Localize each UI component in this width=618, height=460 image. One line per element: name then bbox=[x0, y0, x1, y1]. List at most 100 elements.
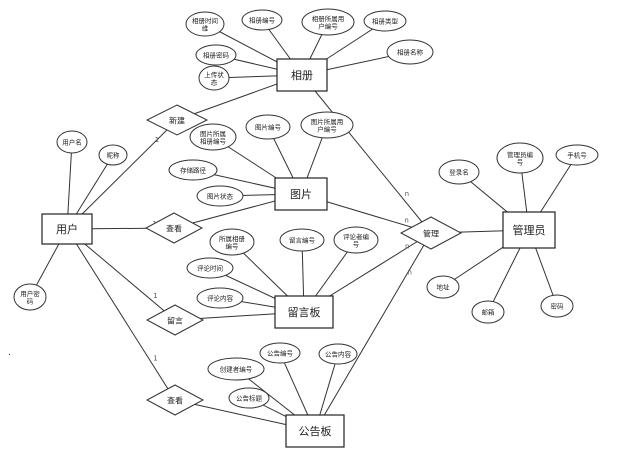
entity-box bbox=[502, 211, 556, 249]
attribute-p_id-label-line: 图片编号 bbox=[255, 123, 282, 132]
attribute-a_time: 相册时间维 bbox=[185, 11, 225, 37]
relation-view2-label-line: 查看 bbox=[167, 396, 183, 406]
attribute-p_state-label-line: 图片状态 bbox=[207, 192, 234, 201]
attribute-ellipse bbox=[300, 111, 354, 139]
attribute-p_path-label: 存储路径 bbox=[180, 166, 207, 175]
entity-user-label: 用户 bbox=[56, 222, 78, 236]
relation-diamond bbox=[144, 212, 204, 244]
attribute-ellipse bbox=[301, 8, 355, 36]
attribute-b_id: 留言编号 bbox=[279, 228, 325, 252]
attribute-n_content: 公告内容 bbox=[318, 343, 358, 365]
attribute-m_phone-label: 手机号 bbox=[567, 151, 587, 160]
attribute-a_uid-label-line: 户编号 bbox=[318, 21, 338, 30]
attribute-ellipse bbox=[540, 294, 574, 318]
entity-box bbox=[41, 213, 93, 245]
attribute-u_nick-label: 昵称 bbox=[107, 151, 121, 160]
attribute-ellipse bbox=[241, 9, 283, 31]
attribute-n_id-label-line: 公告编号 bbox=[267, 349, 294, 358]
entity-picture-label-line: 图片 bbox=[290, 188, 312, 201]
relation-manage: 管理 bbox=[399, 216, 463, 250]
relation-diamond bbox=[145, 304, 205, 336]
cardinality-label: n bbox=[405, 242, 409, 250]
attribute-b_album-label-line: 所属相册 bbox=[219, 234, 246, 243]
attribute-b_cid: 评论者编号 bbox=[333, 226, 379, 254]
attribute-u_name-label-line: 用户名 bbox=[62, 138, 82, 147]
attribute-n_title-label-line: 公告标题 bbox=[236, 394, 263, 403]
attribute-b_time-label-line: 评论时间 bbox=[197, 264, 223, 273]
attribute-p_path-label-line: 存储路径 bbox=[180, 166, 207, 175]
attribute-ellipse bbox=[195, 44, 237, 66]
attribute-a_state-label-line: 态 bbox=[211, 77, 218, 86]
relation-link-user-create bbox=[66, 119, 178, 230]
entity-box bbox=[274, 177, 328, 211]
attribute-m_pwd: 密码 bbox=[540, 294, 574, 318]
cardinality-label: 1 bbox=[153, 354, 157, 362]
attribute-p_id-label: 图片编号 bbox=[255, 123, 282, 132]
entity-user-label-line: 用户 bbox=[56, 222, 78, 236]
relation-view1-label: 查看 bbox=[166, 224, 182, 234]
entity-box bbox=[285, 414, 345, 448]
attribute-m_id-label: 管理员编号 bbox=[507, 150, 534, 167]
attribute-b_content-label-line: 评论内容 bbox=[207, 294, 234, 303]
attribute-n_title: 公告标题 bbox=[228, 387, 270, 409]
attribute-a_pwd-label: 相册密码 bbox=[203, 51, 230, 60]
relation-view1: 查看 bbox=[144, 212, 204, 244]
attribute-p_id: 图片编号 bbox=[245, 114, 291, 140]
entity-board: 留言板 bbox=[274, 295, 334, 329]
attribute-ellipse bbox=[228, 387, 270, 409]
attribute-p_path: 存储路径 bbox=[168, 159, 218, 181]
relation-diamond bbox=[145, 104, 209, 136]
entity-admin-label-line: 管理员 bbox=[513, 223, 546, 237]
entity-board-label: 留言板 bbox=[288, 305, 321, 319]
attribute-a_type: 相册类型 bbox=[363, 10, 407, 32]
entity-notice-label: 公告板 bbox=[299, 424, 332, 438]
entity-album-label-line: 相册 bbox=[291, 69, 313, 82]
stray-mark: . bbox=[8, 348, 11, 358]
relation-create-label: 新建 bbox=[169, 116, 185, 126]
relation-leave: 留言 bbox=[145, 304, 205, 336]
attribute-n_title-label: 公告标题 bbox=[236, 394, 263, 403]
attribute-p_uid-label-line: 户编号 bbox=[317, 124, 337, 133]
entity-notice: 公告板 bbox=[285, 414, 345, 448]
attribute-m_login-label-line: 登录名 bbox=[449, 168, 469, 177]
relation-link-album-manage bbox=[301, 74, 432, 234]
entity-user: 用户 bbox=[41, 213, 93, 245]
attribute-m_login: 登录名 bbox=[438, 159, 480, 185]
attribute-a_id: 相册编号 bbox=[241, 9, 283, 31]
attribute-m_mail-label: 邮箱 bbox=[482, 308, 496, 317]
attribute-m_login-label: 登录名 bbox=[449, 168, 469, 177]
attribute-ellipse bbox=[196, 185, 244, 207]
relation-leave-label-line: 留言 bbox=[167, 316, 183, 326]
attribute-ellipse bbox=[198, 65, 230, 91]
attribute-ellipse bbox=[196, 287, 244, 309]
attribute-a_pwd-label-line: 相册密码 bbox=[203, 51, 230, 60]
attribute-a_name-label: 相册名称 bbox=[397, 48, 424, 57]
attribute-a_time-label-line: 维 bbox=[202, 23, 209, 32]
relation-link-notice-manage bbox=[314, 232, 432, 432]
attribute-m_phone-label-line: 手机号 bbox=[567, 151, 587, 160]
attribute-ellipse bbox=[207, 357, 265, 381]
attribute-n_id-label: 公告编号 bbox=[267, 349, 294, 358]
attribute-a_state-label-line: 上传状 bbox=[204, 70, 224, 79]
attribute-ellipse bbox=[386, 39, 434, 65]
attribute-b_album-label: 所属相册编号 bbox=[219, 234, 246, 251]
cardinality-label: n bbox=[404, 216, 408, 224]
attribute-m_pwd-label: 密码 bbox=[551, 302, 565, 311]
attribute-a_uid: 相册所属用户编号 bbox=[301, 8, 355, 36]
attribute-m_id: 管理员编号 bbox=[496, 142, 544, 174]
relation-view2-label: 查看 bbox=[167, 396, 183, 406]
attribute-n_creator-label: 创建者编号 bbox=[220, 365, 253, 374]
attribute-m_mail-label-line: 邮箱 bbox=[482, 308, 496, 317]
attribute-m_addr: 地址 bbox=[426, 275, 460, 299]
entity-notice-label-line: 公告板 bbox=[299, 424, 332, 438]
attribute-m_mail: 邮箱 bbox=[471, 300, 505, 324]
attribute-m_id-label-line: 管理员编 bbox=[507, 150, 534, 159]
attribute-b_cid-label-line: 评论者编 bbox=[343, 232, 370, 241]
attribute-n_creator-label-line: 创建者编号 bbox=[220, 365, 253, 374]
attribute-a_name-label-line: 相册名称 bbox=[397, 48, 424, 57]
attribute-a_state-label: 上传状态 bbox=[204, 70, 224, 87]
attribute-p_album: 图片所属相册编号 bbox=[189, 123, 237, 151]
entity-board-label-line: 留言板 bbox=[288, 305, 321, 319]
cardinality-label: n bbox=[405, 190, 409, 198]
attribute-a_state: 上传状态 bbox=[198, 65, 230, 91]
